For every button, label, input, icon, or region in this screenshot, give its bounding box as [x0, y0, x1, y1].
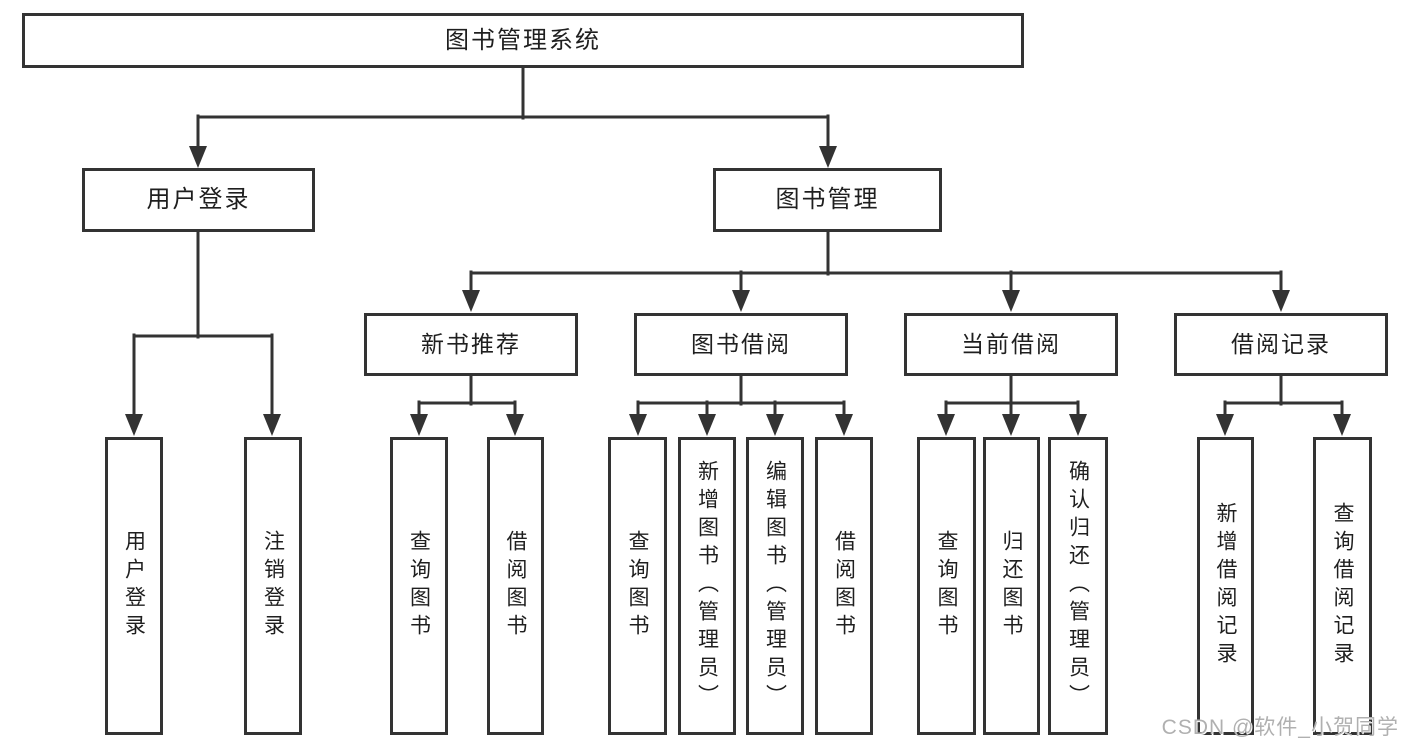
arrowhead-icon — [698, 414, 716, 436]
node-book-borrow: 图书借阅 — [634, 313, 848, 376]
arrowhead-icon — [629, 414, 647, 436]
leaf-user-login: 用户登录 — [105, 437, 163, 735]
arrowhead-icon — [732, 290, 750, 312]
node-new-book-recommend: 新书推荐 — [364, 313, 578, 376]
leaf-logout: 注销登录 — [244, 437, 302, 735]
arrowhead-icon — [1002, 290, 1020, 312]
arrowhead-icon — [1333, 414, 1351, 436]
arrowhead-icon — [1216, 414, 1234, 436]
arrowhead-icon — [1069, 414, 1087, 436]
arrowhead-icon — [462, 290, 480, 312]
arrowhead-icon — [1002, 414, 1020, 436]
node-book-management: 图书管理 — [713, 168, 942, 232]
arrowhead-icon — [835, 414, 853, 436]
node-current-borrow: 当前借阅 — [904, 313, 1118, 376]
leaf-cb-confirm-return-admin: 确认归还（管理员） — [1048, 437, 1108, 735]
arrowhead-icon — [766, 414, 784, 436]
leaf-nb-borrow-books: 借阅图书 — [487, 437, 544, 735]
leaf-br-add-record: 新增借阅记录 — [1197, 437, 1254, 735]
leaf-bb-query-books: 查询图书 — [608, 437, 667, 735]
arrowhead-icon — [937, 414, 955, 436]
leaf-br-query-record: 查询借阅记录 — [1313, 437, 1372, 735]
arrowhead-icon — [506, 414, 524, 436]
leaf-cb-return-books: 归还图书 — [983, 437, 1040, 735]
arrowhead-icon — [125, 414, 143, 436]
arrowhead-icon — [189, 146, 207, 168]
arrowhead-icon — [410, 414, 428, 436]
leaf-bb-borrow-books: 借阅图书 — [815, 437, 873, 735]
leaf-cb-query-books: 查询图书 — [917, 437, 976, 735]
node-user-login: 用户登录 — [82, 168, 315, 232]
arrowhead-icon — [1272, 290, 1290, 312]
node-borrow-records: 借阅记录 — [1174, 313, 1388, 376]
leaf-bb-edit-books-admin: 编辑图书（管理员） — [746, 437, 804, 735]
arrowhead-icon — [819, 146, 837, 168]
leaf-bb-add-books-admin: 新增图书（管理员） — [678, 437, 736, 735]
csdn-watermark: CSDN @软件_小贺同学 — [1161, 716, 1399, 739]
node-system-root: 图书管理系统 — [22, 13, 1024, 68]
arrowhead-icon — [263, 414, 281, 436]
leaf-nb-query-books: 查询图书 — [390, 437, 448, 735]
